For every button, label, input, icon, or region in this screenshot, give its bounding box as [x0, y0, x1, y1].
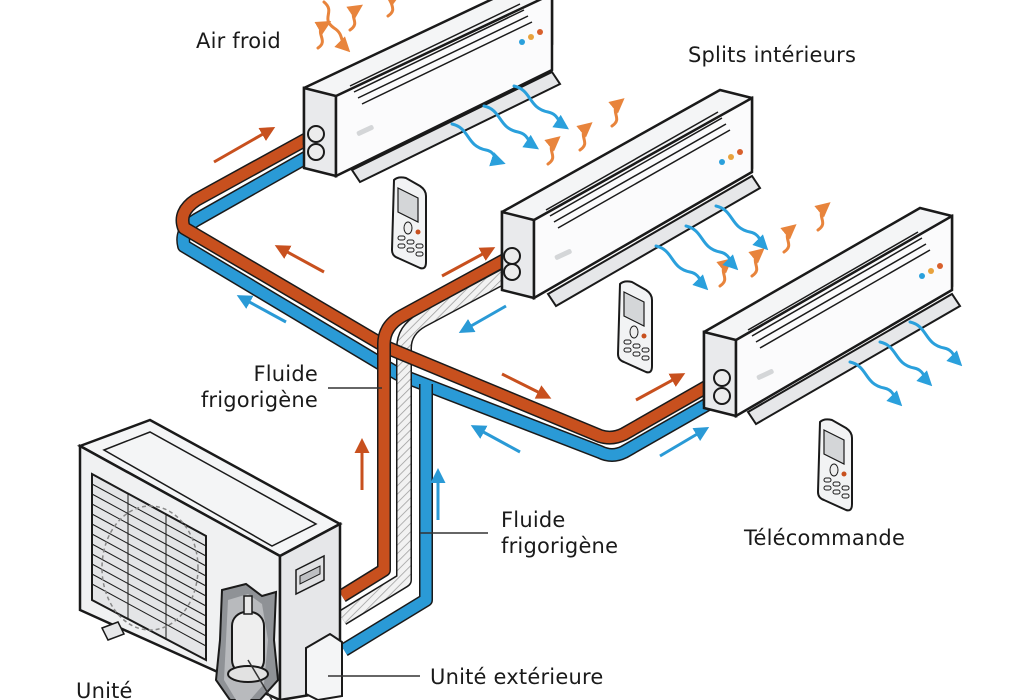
flow-arrow-cold-1 — [236, 295, 287, 324]
flow-arrow-cold-2 — [458, 304, 507, 333]
label-refrigerant-left-line1: Fluide — [253, 362, 318, 386]
fan-grille — [91, 472, 207, 662]
label-refrigerant-right: Fluide frigorigène — [501, 507, 618, 559]
compressor-cutaway — [214, 582, 280, 700]
leader-lines — [247, 387, 488, 700]
remote-control-2 — [616, 280, 653, 374]
outdoor-unit — [77, 418, 343, 700]
label-refrigerant-right-line2: frigorigène — [501, 534, 619, 558]
flow-arrow-cold-3 — [470, 425, 521, 454]
indoor-unit-3 — [702, 206, 962, 426]
warm-air-flows — [314, 0, 831, 288]
hot-refrigerant-pipe — [175, 127, 726, 602]
indicator-led-blue — [519, 39, 525, 45]
indoor-unit-1 — [302, 0, 562, 184]
label-cold-air: Air froid — [196, 29, 281, 53]
flow-arrow-cold-4 — [659, 426, 710, 458]
flow-arrows — [213, 127, 710, 520]
label-indoor-units: Splits intérieurs — [688, 43, 857, 67]
flow-arrow-hot-2 — [274, 245, 325, 274]
label-refrigerant-left: Fluide frigorigène — [170, 361, 318, 413]
label-refrigerant-left-line2: frigorigène — [200, 388, 318, 412]
flow-arrow-hot-3 — [441, 247, 496, 278]
flow-arrow-hot-1 — [213, 127, 276, 164]
flow-arrow-hot-5 — [635, 373, 686, 402]
label-outdoor-unit: Unité extérieure — [430, 665, 604, 689]
label-refrigerant-right-line1: Fluide — [501, 508, 566, 532]
label-outdoor-unit-partial: Unité — [76, 679, 133, 700]
remote-control-3 — [816, 418, 853, 512]
label-remote: Télécommande — [744, 526, 906, 550]
indoor-unit-2 — [500, 88, 762, 308]
refrigerant-pipes — [175, 127, 726, 656]
flow-arrow-hot-4 — [501, 372, 552, 399]
indicator-led-orange — [537, 29, 543, 35]
indicator-led-amber — [528, 34, 534, 40]
cold-air-flows — [450, 84, 963, 407]
remote-control-1 — [390, 176, 427, 270]
